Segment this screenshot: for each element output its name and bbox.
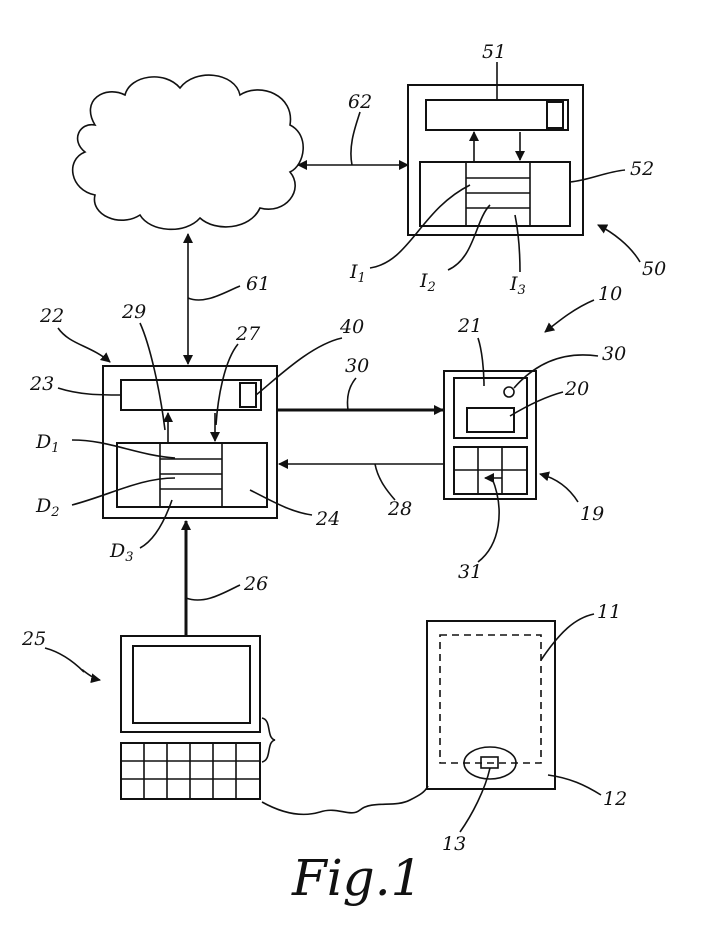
leader-I3 [515, 215, 520, 272]
label-10: 10 [598, 283, 622, 305]
label-22: 22 [39, 305, 64, 327]
leader-26 [186, 585, 240, 600]
label-62: 62 [348, 91, 372, 113]
label-I1: I1 [349, 261, 366, 286]
leader-30 [347, 378, 356, 410]
leader-29 [140, 323, 165, 430]
label-26: 26 [243, 573, 268, 595]
terminal-monitor [121, 636, 260, 732]
leader-62 [351, 112, 360, 165]
label-40: 40 [339, 316, 364, 338]
label-30b: 30 [602, 343, 626, 365]
label-51: 51 [482, 41, 506, 63]
label-20: 20 [564, 378, 589, 400]
label-52: 52 [630, 158, 654, 180]
terminal-screen [133, 646, 250, 723]
leader-24 [250, 490, 312, 515]
leader-I2 [448, 205, 490, 270]
label-D2: D2 [35, 495, 60, 520]
leader-13 [460, 768, 490, 832]
leader-28 [375, 464, 395, 500]
terminal-bracket [262, 718, 275, 762]
leader-61 [188, 286, 240, 300]
mobile-device-body [444, 371, 536, 499]
label-61: 61 [246, 273, 270, 295]
terminal-card-connector [262, 786, 428, 814]
mobile-camera-30 [504, 387, 514, 397]
card-area-11 [440, 635, 541, 763]
label-19: 19 [580, 503, 604, 525]
leader-52 [570, 170, 625, 182]
leader-19 [540, 474, 578, 502]
label-12: 12 [603, 788, 627, 810]
label-24: 24 [315, 508, 340, 530]
label-D1: D1 [35, 431, 60, 456]
leader-27 [216, 344, 238, 425]
leader-23 [58, 388, 121, 395]
label-25: 25 [21, 628, 46, 650]
label-28: 28 [387, 498, 412, 520]
leader-25 [45, 648, 100, 680]
figure-title: Fig.1 [291, 849, 422, 907]
label-21: 21 [457, 315, 482, 337]
mobile-display-20 [467, 408, 514, 432]
label-29: 29 [121, 301, 146, 323]
label-30a: 30 [345, 355, 369, 377]
leader-50 [598, 225, 640, 262]
label-50: 50 [642, 258, 666, 280]
label-13: 13 [442, 833, 466, 855]
central-module-40 [240, 383, 256, 407]
label-23: 23 [29, 373, 54, 395]
label-31: 31 [458, 561, 482, 583]
label-I3: I3 [509, 273, 526, 298]
label-D3: D3 [109, 540, 134, 565]
network-cloud [73, 75, 304, 229]
leader-10 [545, 300, 594, 332]
label-I2: I2 [419, 270, 436, 295]
label-27: 27 [235, 323, 261, 345]
label-11: 11 [597, 601, 621, 623]
server-database-52 [420, 162, 570, 226]
leader-31 [478, 478, 499, 562]
leader-22 [58, 328, 110, 362]
server-module-51-end [547, 102, 563, 128]
